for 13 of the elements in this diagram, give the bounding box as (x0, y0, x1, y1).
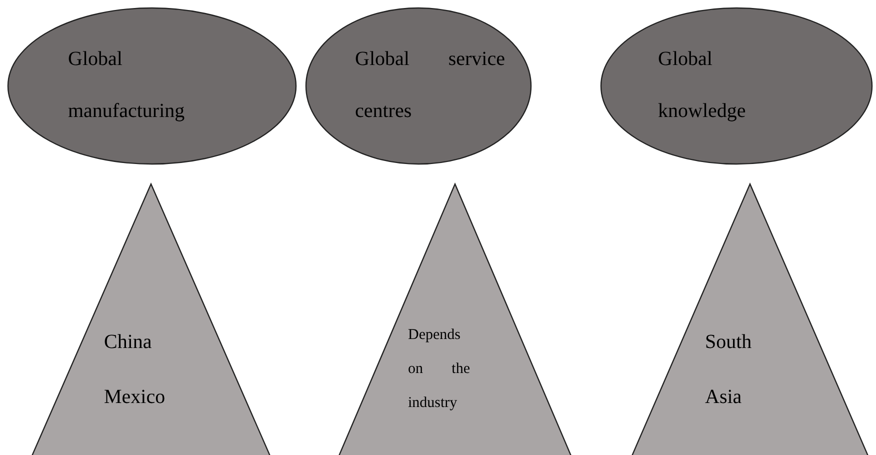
node-text: South Asia (705, 330, 753, 410)
node-text: Depends on the industry (408, 326, 470, 413)
category-ellipse (305, 7, 532, 165)
node-text: Global knowledge (658, 47, 747, 124)
node-text: China (104, 330, 153, 355)
category-ellipse (600, 7, 873, 165)
region-triangle (630, 183, 870, 455)
node-text: Global service centres (355, 47, 505, 124)
node-text: Global manufacturing (68, 47, 186, 124)
region-triangle (30, 183, 272, 455)
region-triangle (337, 183, 573, 455)
category-ellipse (7, 7, 297, 165)
node-text: Mexico (104, 385, 166, 410)
